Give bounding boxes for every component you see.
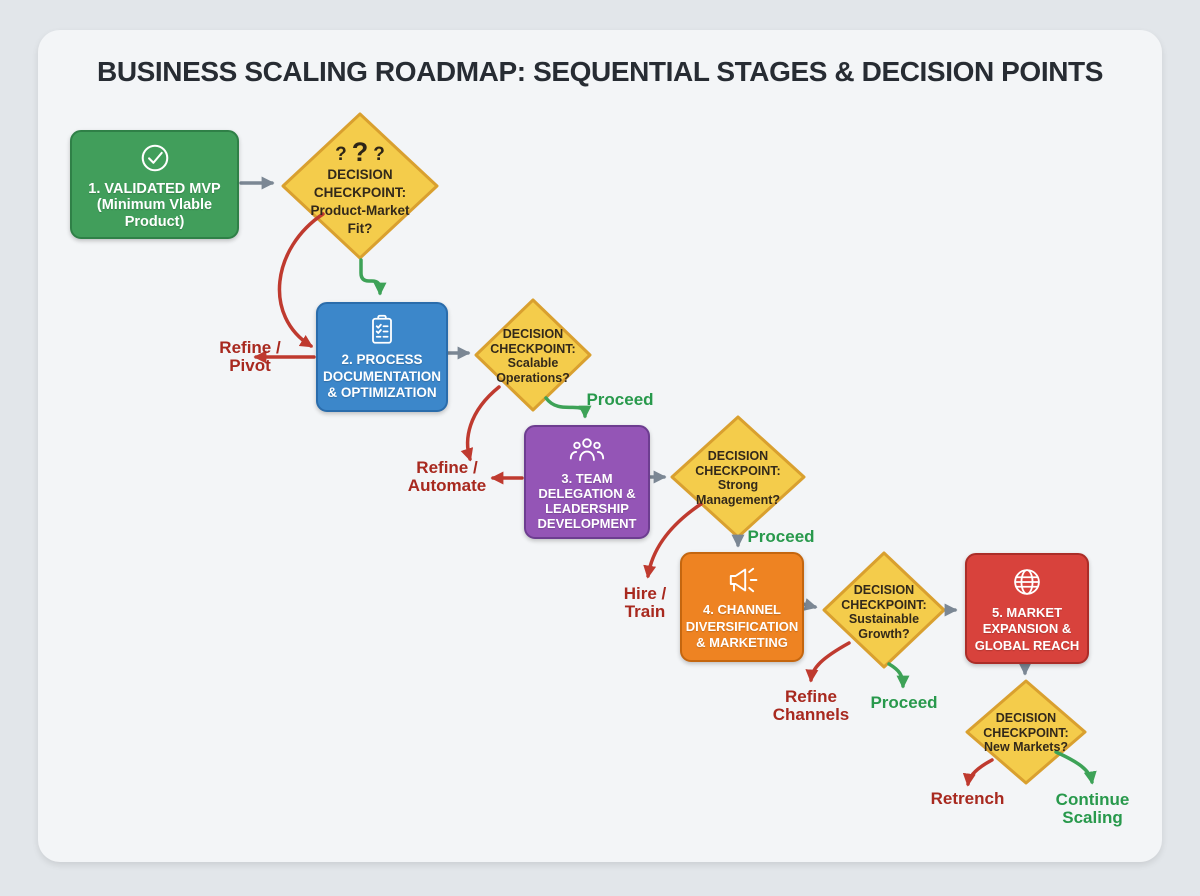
arrow-decision4-refine-channels [805, 641, 851, 683]
decision-5-line: DECISION [995, 711, 1057, 726]
decision-1-line: Fit? [347, 221, 373, 236]
stage-2-line: & OPTIMIZATION [327, 385, 437, 401]
stage-3-line: 3. TEAM [561, 471, 613, 486]
globe-icon [1008, 563, 1046, 601]
decision-5-line: CHECKPOINT: [983, 725, 1069, 740]
decision-3-strong-management: DECISION CHECKPOINT: Strong Management? [673, 447, 803, 509]
decision-3-diamond [670, 415, 806, 539]
decision-4-line: Sustainable [848, 612, 920, 626]
stage-3-line: LEADERSHIP [545, 501, 629, 516]
decision-3-line: CHECKPOINT: [695, 463, 781, 478]
stage-1-line: 1. VALIDATED MVP [88, 180, 221, 197]
stage-2-process-documentation: 2. PROCESS DOCUMENTATION & OPTIMIZATION [316, 302, 448, 412]
decision-5-new-markets: DECISION CHECKPOINT: New Markets? [962, 709, 1090, 757]
decision-2-line: Operations? [496, 370, 570, 385]
edge-label-continue-scaling: Continue Scaling [1055, 790, 1130, 827]
edge-label-proceed-3: Proceed [870, 693, 938, 712]
stage-2-line: 2. PROCESS [341, 352, 423, 368]
stage-3-line: DEVELOPMENT [537, 516, 637, 531]
decision-4-line: DECISION [853, 583, 915, 597]
clipboard-checklist-icon [364, 312, 400, 348]
stage-4-line: & MARKETING [696, 635, 788, 651]
decision-1-line: DECISION [327, 167, 393, 182]
edge-label-refine-channels: Refine Channels [772, 687, 850, 724]
decision-4-diamond [822, 551, 946, 669]
decision-5-line: New Markets? [983, 740, 1069, 755]
decision-2-line: CHECKPOINT: [490, 341, 576, 356]
decision-1-line: Product-Market [310, 203, 410, 218]
diagram-title: BUSINESS SCALING ROADMAP: SEQUENTIAL STA… [97, 56, 1103, 87]
stage-5-market-expansion: 5. MARKET EXPANSION & GLOBAL REACH [965, 553, 1089, 664]
edge-label-hire-train: Hire / Train [623, 584, 667, 621]
arrow-decision2-refine-loop [460, 385, 501, 462]
arrow-decision4-proceed [887, 662, 910, 689]
edge-label-retrench: Retrench [930, 789, 1005, 808]
question-marks-icon: ? ? ? [335, 137, 385, 167]
arrow-decision3-hire-train [643, 502, 703, 579]
stage-4-line: 4. CHANNEL [702, 602, 781, 618]
stage-4-line: DIVERSIFICATION [685, 618, 799, 634]
arrow-decision2-proceed-to-stage3 [544, 396, 592, 419]
arrow-decision1-proceed-to-stage2 [359, 258, 387, 296]
decision-diamonds [281, 112, 1087, 785]
decision-3-line: DECISION [707, 449, 769, 463]
arrow-stage4-to-decision4 [801, 598, 818, 611]
edge-label-proceed-2: Proceed [747, 527, 815, 546]
megaphone-icon [722, 562, 762, 598]
stage-5-line: EXPANSION & [982, 621, 1072, 637]
arrow-decision5-continue-scaling [1054, 750, 1097, 785]
stage-5-line: 5. MARKET [991, 604, 1063, 620]
decision-3-line: Management? [695, 492, 781, 507]
edge-label-proceed-1: Proceed [586, 390, 654, 409]
stage-3-line: DELEGATION & [538, 486, 636, 501]
decision-3-line: Strong [717, 478, 759, 492]
stage-3-team-delegation: 3. TEAM DELEGATION & LEADERSHIP DEVELOPM… [524, 425, 650, 539]
stage-1-line: Product) [124, 213, 185, 230]
stage-1-validated-mvp: 1. VALIDATED MVP (Minimum Vlable Product… [70, 130, 239, 239]
decision-2-line: Scalable [507, 356, 559, 370]
decision-1-diamond [281, 112, 439, 260]
decision-1-product-market-fit: ? ? ? DECISION CHECKPOINT: Product-Marke… [283, 128, 437, 250]
decision-1-line: CHECKPOINT: [313, 185, 407, 200]
check-circle-icon [136, 139, 174, 177]
edge-label-refine-pivot: Refine / Pivot [219, 338, 281, 375]
decision-2-scalable-operations: DECISION CHECKPOINT: Scalable Operations… [468, 326, 598, 386]
arrow-decision1-refine-loop [277, 212, 325, 348]
decision-2-line: DECISION [502, 327, 564, 341]
edge-label-refine-automate: Refine / Automate [407, 458, 487, 495]
decision-4-sustainable-growth: DECISION CHECKPOINT: Sustainable Growth? [822, 581, 946, 643]
decision-2-diamond [474, 298, 592, 412]
decision-5-diamond [965, 679, 1087, 785]
decision-4-line: CHECKPOINT: [841, 597, 927, 612]
stage-4-channel-diversification: 4. CHANNEL DIVERSIFICATION & MARKETING [680, 552, 804, 662]
decision-4-line: Growth? [858, 626, 910, 641]
stage-1-line: (Minimum Vlable [96, 197, 213, 214]
team-icon [567, 433, 607, 467]
arrow-decision5-retrench [962, 758, 994, 787]
stage-2-line: DOCUMENTATION [323, 368, 441, 384]
stage-5-line: GLOBAL REACH [974, 637, 1080, 653]
